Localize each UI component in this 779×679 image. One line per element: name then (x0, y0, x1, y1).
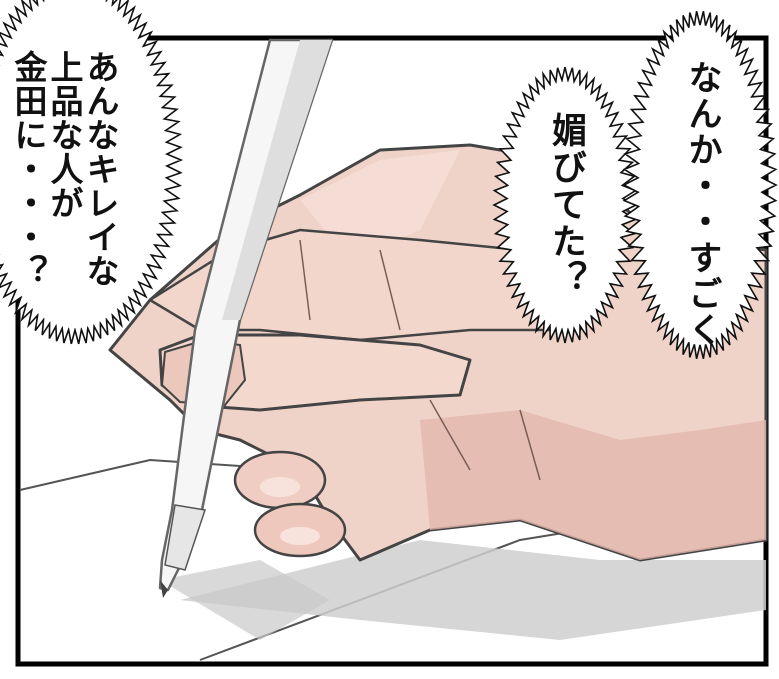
speech-bubbles (0, 0, 778, 359)
bubble-middle-fill (509, 82, 621, 328)
bubble-right-fill (640, 27, 760, 343)
bubble-text-right: なんか・・すごく (682, 60, 722, 348)
bubble-text-left: あんなキレイな 上品な人が 金田に・・・？ (9, 50, 120, 288)
bubble-left-fill (0, 0, 165, 328)
pen-illustration (158, 38, 334, 598)
bubble-text-middle: 媚びてた？ (546, 112, 586, 297)
